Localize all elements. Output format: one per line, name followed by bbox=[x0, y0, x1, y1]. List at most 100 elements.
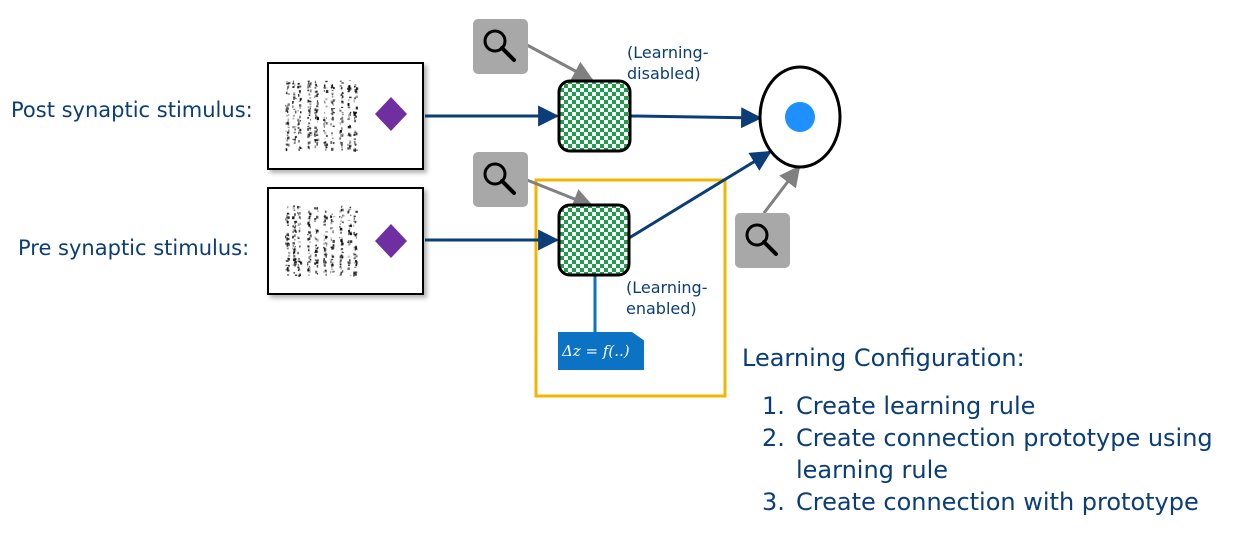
raster-dot bbox=[331, 107, 333, 111]
raster-dot bbox=[354, 115, 357, 118]
raster-dot bbox=[325, 143, 329, 146]
raster-dot bbox=[353, 224, 355, 227]
raster-dot bbox=[323, 223, 326, 226]
raster-dot bbox=[294, 110, 297, 114]
raster-dot bbox=[299, 146, 301, 150]
neuron bbox=[758, 65, 842, 169]
learning-rule-formula: Δz = f(..) bbox=[558, 332, 644, 370]
enabled-synapse-to-neuron-arrow bbox=[628, 150, 772, 240]
raster-dot bbox=[330, 123, 332, 126]
raster-dot bbox=[297, 127, 300, 129]
raster-dot bbox=[287, 216, 290, 219]
raster-dot bbox=[299, 128, 302, 131]
raster-dot bbox=[341, 127, 343, 131]
raster-dot bbox=[299, 245, 301, 248]
raster-dot bbox=[324, 264, 326, 266]
raster-dot bbox=[355, 106, 358, 110]
raster-dot bbox=[353, 132, 356, 135]
raster-dot bbox=[292, 230, 295, 234]
raster-dot bbox=[309, 89, 312, 93]
raster-dot bbox=[330, 218, 333, 221]
raster-dot bbox=[298, 90, 301, 93]
raster-dot bbox=[314, 116, 317, 120]
raster-dot bbox=[332, 107, 336, 110]
raster-dot bbox=[324, 141, 327, 144]
raster-dot bbox=[293, 213, 296, 217]
raster-dot bbox=[339, 265, 342, 268]
raster-dot bbox=[315, 81, 317, 84]
raster-dot bbox=[298, 216, 301, 219]
raster-dot bbox=[330, 227, 332, 230]
raster-dot bbox=[292, 242, 295, 245]
raster-dot bbox=[354, 119, 356, 123]
raster-dot bbox=[287, 84, 290, 88]
raster-dot bbox=[347, 87, 349, 90]
raster-dot bbox=[332, 104, 334, 106]
raster-dot bbox=[294, 213, 296, 216]
raster-dot bbox=[294, 260, 297, 264]
raster-dot bbox=[341, 254, 343, 257]
raster-dot bbox=[332, 142, 335, 145]
raster-dot bbox=[307, 99, 310, 103]
raster-dot bbox=[285, 109, 289, 112]
raster-dot bbox=[330, 100, 333, 103]
raster-dot bbox=[353, 138, 356, 140]
raster-dot bbox=[349, 274, 352, 276]
raster-dot bbox=[316, 238, 319, 242]
raster-dot bbox=[287, 136, 290, 140]
raster-dot bbox=[353, 271, 356, 275]
raster-dot bbox=[332, 244, 334, 247]
raster-dot bbox=[286, 144, 289, 146]
raster-dot bbox=[314, 236, 317, 238]
raster-dot bbox=[297, 214, 300, 216]
learning-configuration-title: Learning Configuration: bbox=[742, 344, 1025, 372]
raster-dot bbox=[285, 122, 287, 125]
raster-dot bbox=[293, 92, 296, 95]
config-step-text: Create connection with prototype bbox=[796, 488, 1199, 516]
raster-dot bbox=[332, 221, 334, 223]
raster-dot bbox=[316, 143, 318, 146]
raster-dot bbox=[297, 86, 300, 89]
raster-dot bbox=[309, 132, 312, 134]
raster-dot bbox=[340, 141, 343, 145]
raster-dot bbox=[292, 86, 294, 88]
raster-dot bbox=[293, 205, 295, 207]
raster-dot bbox=[324, 148, 327, 151]
raster-dot bbox=[316, 100, 319, 103]
raster-dot bbox=[349, 224, 353, 228]
raster-dot bbox=[348, 230, 350, 234]
raster-dot bbox=[286, 221, 289, 224]
raster-dot bbox=[323, 219, 326, 222]
raster-dot bbox=[353, 85, 356, 88]
raster-dot bbox=[323, 263, 326, 266]
raster-dot bbox=[325, 244, 328, 247]
raster-dot bbox=[332, 270, 335, 273]
raster-dot bbox=[347, 261, 350, 264]
raster-dot bbox=[286, 88, 289, 91]
raster-dot bbox=[354, 143, 357, 146]
raster-dot bbox=[293, 142, 295, 145]
raster-dot bbox=[315, 114, 317, 117]
raster-dot bbox=[314, 251, 317, 254]
raster-dot bbox=[347, 106, 351, 109]
raster-dot bbox=[286, 237, 288, 240]
raster-dot bbox=[307, 84, 309, 87]
raster-dot bbox=[349, 208, 352, 210]
raster-dot bbox=[323, 271, 325, 273]
raster-dot bbox=[355, 248, 358, 251]
raster-dot bbox=[332, 94, 334, 96]
raster-dot bbox=[294, 249, 297, 252]
raster-dot bbox=[293, 138, 296, 141]
raster-dot bbox=[307, 106, 310, 109]
raster-dot bbox=[309, 119, 312, 121]
raster-dot bbox=[324, 131, 327, 135]
raster-dot bbox=[323, 126, 325, 128]
raster-dot bbox=[314, 134, 317, 137]
raster-dot bbox=[354, 134, 357, 136]
raster-dot bbox=[354, 273, 357, 276]
raster-dot bbox=[297, 122, 300, 125]
raster-dot bbox=[314, 207, 317, 210]
raster-dot bbox=[332, 99, 336, 101]
raster-dot bbox=[315, 139, 318, 141]
raster-dot bbox=[355, 264, 358, 267]
